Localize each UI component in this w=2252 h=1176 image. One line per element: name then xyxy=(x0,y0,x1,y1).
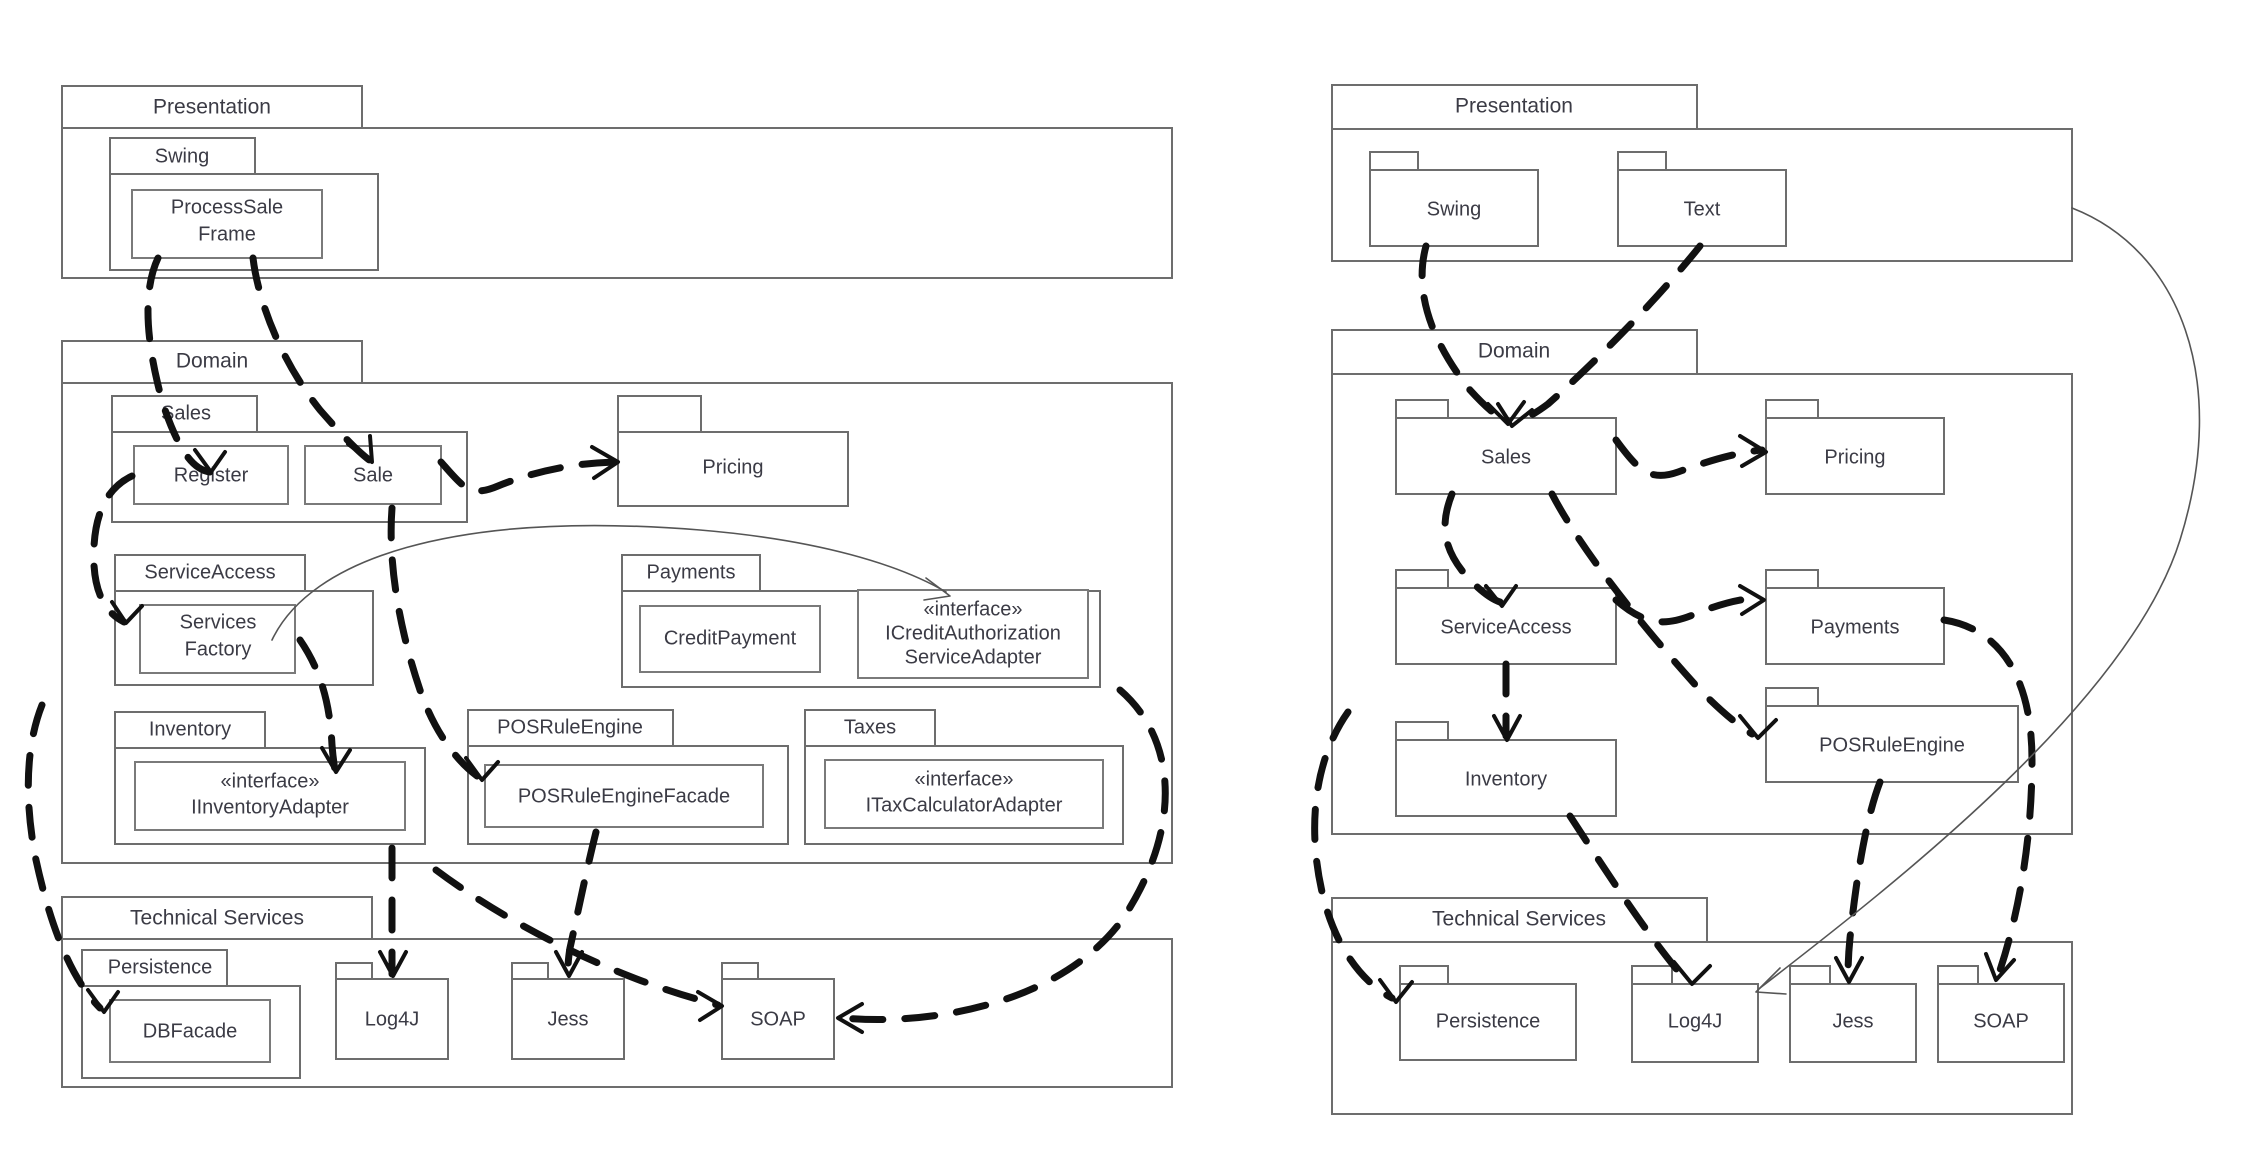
package-label-swing: Swing xyxy=(155,145,209,167)
package-persistence-right[interactable]: Persistence xyxy=(1399,965,1577,1061)
package-swing-right[interactable]: Swing xyxy=(1369,151,1539,247)
package-posruleengine-right[interactable]: POSRuleEngine xyxy=(1765,687,2019,783)
dependency-swing-to-sales-right xyxy=(1418,242,1526,426)
class-icreditauthorizationserviceadapter[interactable]: «interface» ICreditAuthorization Service… xyxy=(857,589,1089,679)
package-inventory-right[interactable]: Inventory xyxy=(1395,721,1617,817)
dependency-sale-to-pricing xyxy=(437,445,620,495)
package-label-swing-right: Swing xyxy=(1427,198,1481,220)
class-label-servicesfactory-line2: Factory xyxy=(185,638,252,660)
package-label-presentation: Presentation xyxy=(153,96,271,119)
class-label-sale: Sale xyxy=(353,464,393,486)
dependency-servicesfactory-to-iinventoryadapter xyxy=(296,636,352,774)
package-label-domain: Domain xyxy=(176,350,248,373)
package-soap-left[interactable]: SOAP xyxy=(721,962,835,1060)
class-label-iinventoryadapter: IInventoryAdapter xyxy=(191,796,349,818)
package-label-sales: Sales xyxy=(161,402,211,424)
dependency-register-to-dbfacade xyxy=(24,701,120,1014)
package-label-log4j-right: Log4J xyxy=(1668,1010,1723,1032)
package-label-text-right: Text xyxy=(1684,198,1721,220)
dependency-text-to-sales-right xyxy=(1496,242,1704,428)
package-label-payments: Payments xyxy=(647,561,736,583)
class-itaxcalculatoradapter[interactable]: «interface» ITaxCalculatorAdapter xyxy=(824,759,1104,829)
class-label-creditpayment: CreditPayment xyxy=(664,627,797,649)
dependency-register-to-servicesfactory xyxy=(90,472,144,626)
dependency-techservices-left-hook-right xyxy=(1311,708,1414,1004)
package-label-pricing: Pricing xyxy=(702,456,763,478)
dependency-sales-to-pricing-right xyxy=(1612,434,1768,479)
class-servicesfactory[interactable]: Services Factory xyxy=(139,604,296,674)
dependency-presentation-to-log4j-thin-right xyxy=(1755,207,2201,995)
dependency-processsaleframe-to-sale xyxy=(249,254,376,466)
package-label-persistence-right: Persistence xyxy=(1436,1010,1541,1032)
package-label-serviceaccess: ServiceAccess xyxy=(144,561,275,583)
class-stereotype-iinventoryadapter: «interface» xyxy=(221,770,320,792)
dependency-processsaleframe-to-register xyxy=(144,254,227,476)
class-posruleenginefacade[interactable]: POSRuleEngineFacade xyxy=(484,764,764,828)
package-label-log4j: Log4J xyxy=(365,1008,420,1030)
dependency-taxes-to-soap xyxy=(836,686,1169,1034)
package-payments-right[interactable]: Payments xyxy=(1765,569,1945,665)
package-label-pricing-right: Pricing xyxy=(1824,446,1885,468)
package-label-posruleengine-right: POSRuleEngine xyxy=(1819,734,1965,756)
class-iinventoryadapter[interactable]: «interface» IInventoryAdapter xyxy=(134,761,406,831)
package-label-presentation-right: Presentation xyxy=(1455,95,1573,118)
class-processsaleframe[interactable]: ProcessSale Frame xyxy=(131,189,323,259)
class-label-posruleenginefacade: POSRuleEngineFacade xyxy=(518,785,730,807)
class-label-processsaleframe-line2: Frame xyxy=(198,223,256,245)
package-label-domain-right: Domain xyxy=(1478,340,1550,363)
dependency-inventory-to-log4j-right xyxy=(1566,812,1712,986)
dependency-sale-to-soap xyxy=(432,866,724,1022)
class-label-icreditauth-line2: ServiceAdapter xyxy=(905,646,1042,668)
package-log4j-left[interactable]: Log4J xyxy=(335,962,449,1060)
class-dbfacade[interactable]: DBFacade xyxy=(109,999,271,1063)
package-log4j-right[interactable]: Log4J xyxy=(1631,965,1759,1063)
package-label-technicalservices-right: Technical Services xyxy=(1432,908,1606,931)
package-label-payments-right: Payments xyxy=(1811,616,1900,638)
class-creditpayment[interactable]: CreditPayment xyxy=(639,605,821,673)
class-label-dbfacade: DBFacade xyxy=(143,1020,238,1042)
dependency-servicesfactory-to-icreditauth-thin xyxy=(271,524,951,641)
package-label-jess: Jess xyxy=(547,1008,588,1030)
class-label-itaxcalculatoradapter: ITaxCalculatorAdapter xyxy=(866,794,1063,816)
package-label-persistence: Persistence xyxy=(108,956,213,978)
package-label-jess-right: Jess xyxy=(1832,1010,1873,1032)
class-label-icreditauth-line1: ICreditAuthorization xyxy=(885,622,1061,644)
class-label-servicesfactory-line1: Services xyxy=(180,611,257,633)
package-label-technicalservices: Technical Services xyxy=(130,907,304,930)
dependency-sales-to-serviceaccess-right xyxy=(1441,490,1518,608)
package-label-inventory: Inventory xyxy=(149,718,231,740)
dependency-posruleenginefacade-to-jess xyxy=(554,828,600,978)
dependency-serviceaccess-to-payments-right xyxy=(1612,584,1766,626)
package-pricing-left[interactable]: Pricing xyxy=(617,395,849,507)
package-text-right[interactable]: Text xyxy=(1617,151,1787,247)
package-jess-right[interactable]: Jess xyxy=(1789,965,1917,1063)
package-label-serviceaccess-right: ServiceAccess xyxy=(1440,616,1571,638)
package-label-soap-right: SOAP xyxy=(1973,1010,2029,1032)
package-label-posruleengine: POSRuleEngine xyxy=(497,716,643,738)
dependency-sale-to-posruleenginefacade xyxy=(387,504,500,782)
package-label-inventory-right: Inventory xyxy=(1465,768,1547,790)
dependency-payments-to-soap-right xyxy=(1940,616,2036,982)
package-label-taxes: Taxes xyxy=(844,716,896,738)
package-pricing-right[interactable]: Pricing xyxy=(1765,399,1945,495)
package-sales-right[interactable]: Sales xyxy=(1395,399,1617,495)
package-jess-left[interactable]: Jess xyxy=(511,962,625,1060)
class-stereotype-icreditauth: «interface» xyxy=(924,598,1023,620)
class-stereotype-itaxcalculatoradapter: «interface» xyxy=(915,768,1014,790)
dependency-sales-to-posruleengine-right xyxy=(1548,490,1778,740)
dependency-iinventoryadapter-to-log4j xyxy=(378,844,408,978)
package-label-soap: SOAP xyxy=(750,1008,806,1030)
class-label-processsaleframe-line1: ProcessSale xyxy=(171,196,283,218)
dependency-posruleengine-to-jess-right xyxy=(1834,778,1884,984)
package-label-sales-right: Sales xyxy=(1481,446,1531,468)
dependency-serviceaccess-to-inventory-right xyxy=(1492,660,1522,742)
package-soap-right[interactable]: SOAP xyxy=(1937,965,2065,1063)
